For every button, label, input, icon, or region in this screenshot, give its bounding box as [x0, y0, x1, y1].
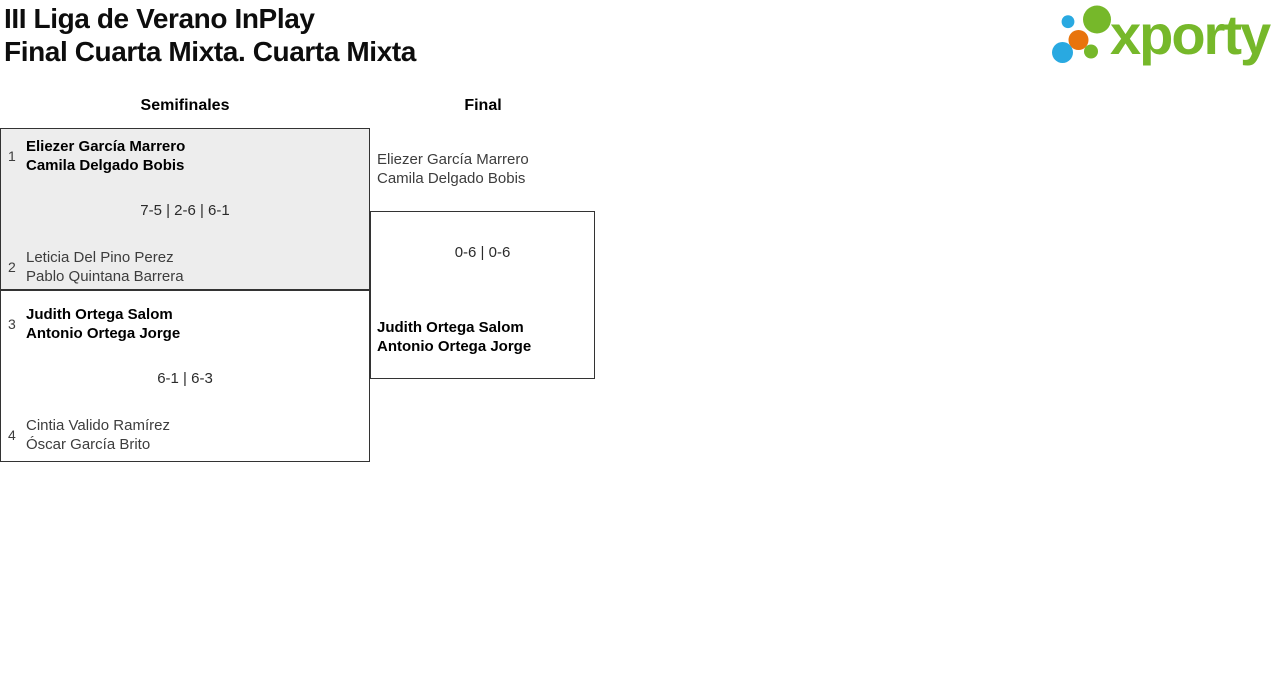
page-subtitle: Final Cuarta Mixta. Cuarta Mixta [4, 36, 416, 67]
xporty-logo[interactable]: xporty [1048, 2, 1280, 68]
team-row-sf2-top[interactable]: 3 Judith Ortega Salom Antonio Ortega Jor… [8, 305, 180, 343]
player-name: Pablo Quintana Barrera [26, 268, 184, 285]
player-name: Judith Ortega Salom [26, 306, 173, 323]
round-header-final: Final [464, 97, 502, 114]
player-name: Judith Ortega Salom [377, 319, 524, 336]
logo-wordmark: xporty [1110, 3, 1271, 66]
seed-number: 1 [8, 148, 16, 164]
match-box-semifinal-1 [0, 128, 370, 290]
player-name: Cintia Valido Ramírez [26, 417, 170, 434]
match-box-semifinal-2 [0, 290, 370, 462]
player-name: Antonio Ortega Jorge [377, 338, 532, 355]
match-score-sf2: 6-1 | 6-3 [157, 370, 213, 387]
seed-number: 2 [8, 259, 16, 275]
match-score-sf1: 7-5 | 2-6 | 6-1 [140, 202, 230, 219]
seed-number: 4 [8, 427, 16, 443]
page-title-block: III Liga de Verano InPlay Final Cuarta M… [4, 2, 416, 68]
player-name: Antonio Ortega Jorge [26, 325, 181, 342]
player-name: Camila Delgado Bobis [26, 157, 185, 174]
round-header-semifinals: Semifinales [140, 97, 230, 114]
team-row-sf1-bottom[interactable]: 2 Leticia Del Pino Perez Pablo Quintana … [8, 248, 184, 286]
team-row-final-bottom[interactable]: Judith Ortega Salom Antonio Ortega Jorge [377, 318, 531, 356]
seed-number: 3 [8, 316, 16, 332]
logo-dots-icon [1052, 5, 1111, 63]
player-name: Óscar García Brito [26, 436, 151, 453]
player-name: Leticia Del Pino Perez [26, 249, 174, 266]
match-box-final [370, 211, 595, 379]
team-row-sf2-bottom[interactable]: 4 Cintia Valido Ramírez Óscar García Bri… [8, 416, 170, 454]
page-title: III Liga de Verano InPlay [4, 3, 315, 34]
player-name: Eliezer García Marrero [26, 138, 186, 155]
player-name: Eliezer García Marrero [377, 151, 529, 168]
match-score-final: 0-6 | 0-6 [454, 244, 511, 261]
player-name: Camila Delgado Bobis [377, 170, 526, 187]
team-row-sf1-top[interactable]: 1 Eliezer García Marrero Camila Delgado … [8, 137, 185, 175]
team-row-final-top[interactable]: Eliezer García Marrero Camila Delgado Bo… [377, 150, 529, 188]
